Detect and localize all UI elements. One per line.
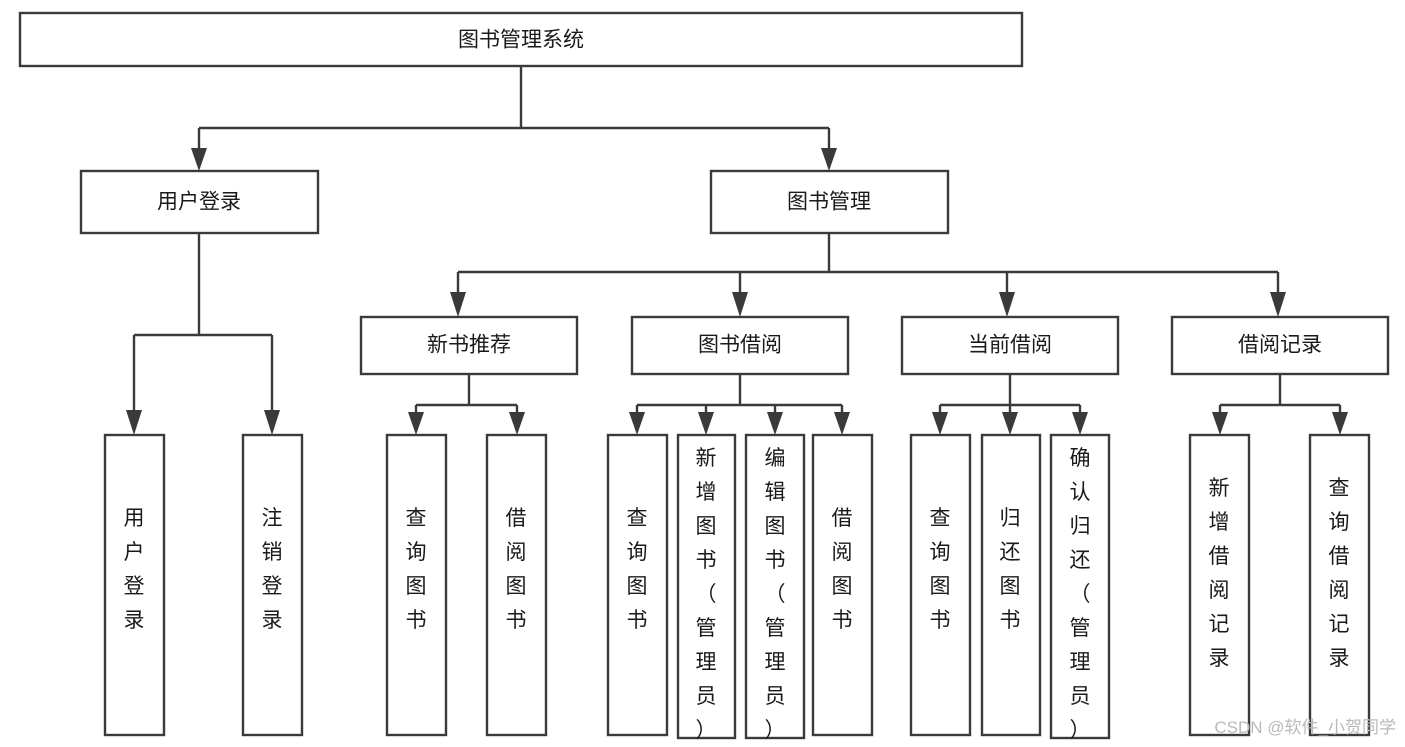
node-new-book-recommend-label: 新书推荐 (427, 334, 511, 357)
leaf-return-book-label: 归还图书 (1000, 507, 1021, 632)
node-book-management-label: 图书管理 (787, 191, 871, 214)
leaf-return-book[interactable]: 归还图书 (980, 433, 1042, 737)
leaf-user-logout[interactable]: 注销登录 (241, 433, 304, 737)
leaf-add-borrow-record[interactable]: 新增借阅记录 (1188, 433, 1251, 737)
leaf-edit-book-admin-box[interactable] (744, 433, 806, 740)
arrow-to-borrow-book-1 (509, 412, 525, 435)
arrow-to-current (999, 292, 1015, 317)
node-borrow-records-box[interactable] (1170, 315, 1390, 376)
node-new-book-recommend[interactable]: 新书推荐 (359, 315, 579, 376)
node-current-borrow-label: 当前借阅 (968, 334, 1052, 357)
arrow-to-query-book-3 (932, 412, 948, 435)
leaf-query-book-recommend-label: 查询图书 (406, 507, 427, 632)
node-book-management-box[interactable] (709, 169, 950, 235)
leaf-query-book-borrow-box[interactable] (606, 433, 669, 737)
node-book-borrow[interactable]: 图书借阅 (630, 315, 850, 376)
leaf-query-book-current-label: 查询图书 (930, 507, 951, 632)
node-current-borrow[interactable]: 当前借阅 (900, 315, 1120, 376)
arrow-to-newbook (450, 292, 466, 317)
leaf-borrow-book-recommend-label: 借阅图书 (506, 507, 527, 632)
arrow-to-user-login-leaf (126, 410, 142, 435)
leaf-query-borrow-record-label: 查询借阅记录 (1329, 477, 1350, 670)
leaf-confirm-return-admin-box[interactable] (1049, 433, 1111, 740)
arrow-to-edit-book (767, 412, 783, 435)
leaf-query-book-current[interactable]: 查询图书 (909, 433, 972, 737)
arrow-to-user-logout-leaf (264, 410, 280, 435)
arrow-to-confirm-return (1072, 412, 1088, 435)
node-book-management[interactable]: 图书管理 (709, 169, 950, 235)
leaf-query-book-borrow-label: 查询图书 (627, 507, 648, 632)
arrow-to-bookmgmt (821, 148, 837, 171)
leaf-query-book-recommend[interactable]: 查询图书 (385, 433, 448, 737)
arrow-to-return-book (1002, 412, 1018, 435)
leaf-edit-book-admin-label: 编辑图书（管理员） (765, 447, 786, 742)
node-borrow-records-label: 借阅记录 (1238, 334, 1322, 357)
csdn-watermark: CSDN @软件_小贺同学 (1214, 718, 1396, 737)
arrow-to-query-book-2 (629, 412, 645, 435)
leaf-query-book-recommend-box[interactable] (385, 433, 448, 737)
arrow-to-login (191, 148, 207, 171)
arrow-to-add-book (698, 412, 714, 435)
node-borrow-records[interactable]: 借阅记录 (1170, 315, 1390, 376)
leaf-edit-book-admin[interactable]: 编辑图书（管理员） (744, 433, 806, 742)
connector-layer (126, 66, 1348, 435)
node-book-borrow-box[interactable] (630, 315, 850, 376)
leaf-return-book-box[interactable] (980, 433, 1042, 737)
arrow-to-query-book-1 (408, 412, 424, 435)
leaf-user-login-box[interactable] (103, 433, 166, 737)
node-user-login-label: 用户登录 (157, 191, 241, 214)
leaf-add-book-admin-label: 新增图书（管理员） (696, 447, 717, 742)
leaf-user-login-label: 用户登录 (124, 507, 145, 632)
node-book-borrow-label: 图书借阅 (698, 334, 782, 357)
leaf-user-login[interactable]: 用户登录 (103, 433, 166, 737)
leaf-borrow-book-borrow[interactable]: 借阅图书 (811, 433, 874, 737)
arrow-to-borrow-book-2 (834, 412, 850, 435)
arrow-to-records (1270, 292, 1286, 317)
leaf-borrow-book-recommend-box[interactable] (485, 433, 548, 737)
node-root-label: 图书管理系统 (458, 29, 584, 52)
leaf-user-logout-box[interactable] (241, 433, 304, 737)
node-user-login-box[interactable] (79, 169, 320, 235)
node-user-login[interactable]: 用户登录 (79, 169, 320, 235)
leaf-borrow-book-recommend[interactable]: 借阅图书 (485, 433, 548, 737)
leaf-add-book-admin[interactable]: 新增图书（管理员） (676, 433, 737, 742)
leaf-query-book-borrow[interactable]: 查询图书 (606, 433, 669, 737)
leaf-add-borrow-record-label: 新增借阅记录 (1209, 477, 1230, 670)
leaf-confirm-return-admin-label: 确认归还（管理员） (1070, 447, 1091, 742)
leaf-confirm-return-admin[interactable]: 确认归还（管理员） (1049, 433, 1111, 742)
node-root[interactable]: 图书管理系统 (18, 11, 1024, 68)
arrow-to-borrow (732, 292, 748, 317)
leaf-query-borrow-record[interactable]: 查询借阅记录 (1308, 433, 1371, 737)
leaf-borrow-book-borrow-box[interactable] (811, 433, 874, 737)
arrow-to-query-record (1332, 412, 1348, 435)
leaf-user-logout-label: 注销登录 (262, 507, 283, 632)
arrow-to-add-record (1212, 412, 1228, 435)
node-new-book-recommend-box[interactable] (359, 315, 579, 376)
node-root-box[interactable] (18, 11, 1024, 68)
node-current-borrow-box[interactable] (900, 315, 1120, 376)
leaf-add-borrow-record-box[interactable] (1188, 433, 1251, 737)
leaf-query-borrow-record-box[interactable] (1308, 433, 1371, 737)
leaf-query-book-current-box[interactable] (909, 433, 972, 737)
leaf-borrow-book-borrow-label: 借阅图书 (832, 507, 853, 632)
leaf-add-book-admin-box[interactable] (676, 433, 737, 740)
